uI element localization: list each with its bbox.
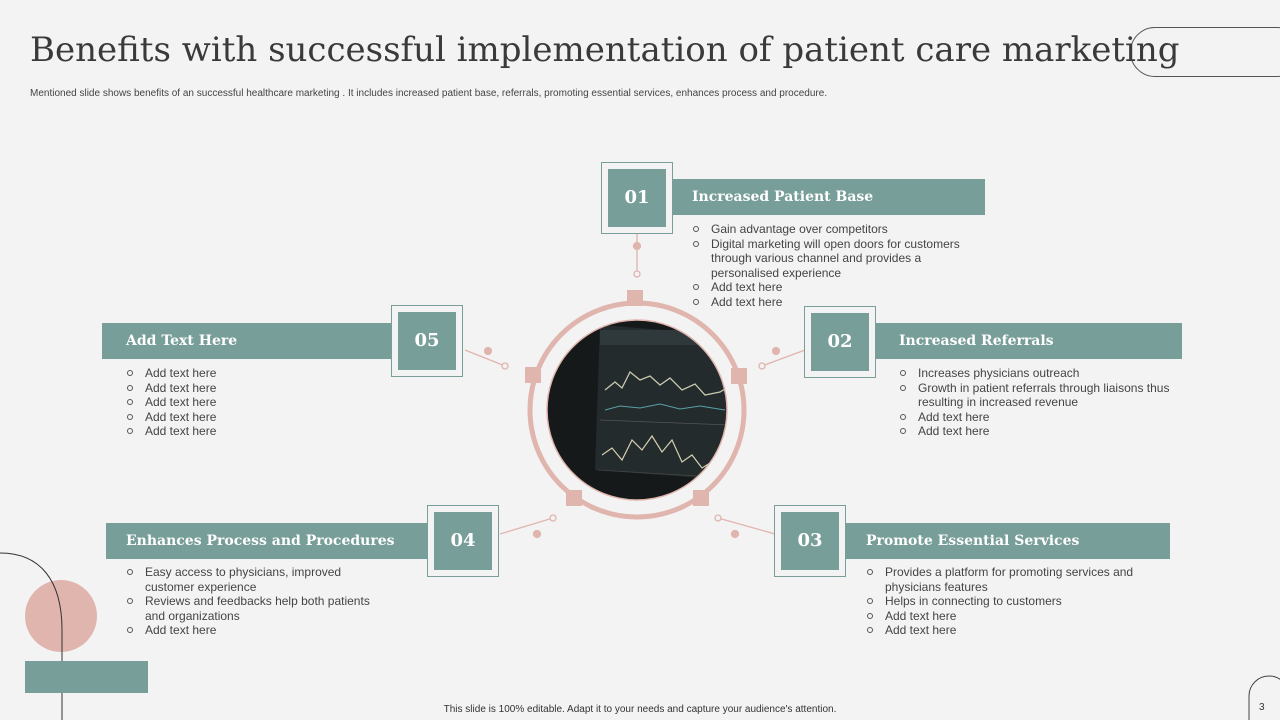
list-item: Add text here	[126, 424, 326, 439]
points-list-03: Provides a platform for promoting servic…	[866, 565, 1156, 638]
number-04: 04	[434, 512, 492, 570]
header-pill-decoration	[1130, 27, 1280, 77]
number-box-03: 03	[774, 505, 846, 577]
ring-node-right	[731, 368, 747, 384]
list-item: Add text here	[692, 295, 972, 310]
decor-arc	[0, 552, 63, 720]
number-03: 03	[781, 512, 839, 570]
page-number: 3	[1259, 702, 1265, 713]
list-item: Add text here	[866, 623, 1156, 638]
list-item: Add text here	[126, 410, 326, 425]
ring-node-bottom-right	[693, 490, 709, 506]
list-item: Helps in connecting to customers	[866, 594, 1156, 609]
list-item: Increases physicians outreach	[899, 366, 1184, 381]
list-item: Add text here	[126, 623, 391, 638]
heading-bar-04: Enhances Process and Procedures	[106, 523, 432, 559]
number-box-05: 05	[391, 305, 463, 377]
footer-note: This slide is 100% editable. Adapt it to…	[443, 704, 837, 715]
heading-03: Promote Essential Services	[866, 533, 1080, 549]
list-item: Add text here	[692, 280, 972, 295]
list-item: Provides a platform for promoting servic…	[866, 565, 1156, 594]
ring-node-top	[627, 290, 643, 306]
heading-bar-03: Promote Essential Services	[845, 523, 1170, 559]
list-item: Add text here	[126, 381, 326, 396]
list-item: Add text here	[866, 609, 1156, 624]
points-list-05: Add text here Add text here Add text her…	[126, 366, 326, 439]
heading-bar-02: Increased Referrals	[872, 323, 1182, 359]
list-item: Growth in patient referrals through liai…	[899, 381, 1184, 410]
heading-02: Increased Referrals	[899, 333, 1054, 349]
points-list-01: Gain advantage over competitors Digital …	[692, 222, 972, 309]
number-01: 01	[608, 169, 666, 227]
decorative-shapes	[0, 552, 148, 720]
stock-chart-photo	[547, 320, 727, 500]
number-box-04: 04	[427, 505, 499, 577]
number-box-02: 02	[804, 306, 876, 378]
page-subtitle: Mentioned slide shows benefits of an suc…	[30, 88, 828, 99]
page-number-arc	[1248, 675, 1280, 720]
points-list-04: Easy access to physicians, improved cust…	[126, 565, 391, 638]
heading-bar-01: Increased Patient Base	[672, 179, 985, 215]
list-item: Digital marketing will open doors for cu…	[692, 237, 972, 281]
list-item: Add text here	[899, 410, 1184, 425]
number-02: 02	[811, 313, 869, 371]
ring-node-bottom-left	[566, 490, 582, 506]
list-item: Add text here	[126, 395, 326, 410]
heading-05: Add Text Here	[126, 333, 238, 349]
list-item: Add text here	[126, 366, 326, 381]
ring-node-left	[525, 367, 541, 383]
list-item: Easy access to physicians, improved cust…	[126, 565, 391, 594]
list-item: Reviews and feedbacks help both patients…	[126, 594, 391, 623]
number-05: 05	[398, 312, 456, 370]
list-item: Gain advantage over competitors	[692, 222, 972, 237]
decor-teal-rect	[25, 661, 148, 693]
heading-01: Increased Patient Base	[692, 189, 874, 205]
page-title: Benefits with successful implementation …	[30, 30, 1180, 70]
heading-04: Enhances Process and Procedures	[126, 533, 395, 549]
heading-bar-05: Add Text Here	[102, 323, 400, 359]
list-item: Add text here	[899, 424, 1184, 439]
points-list-02: Increases physicians outreach Growth in …	[899, 366, 1184, 439]
number-box-01: 01	[601, 162, 673, 234]
